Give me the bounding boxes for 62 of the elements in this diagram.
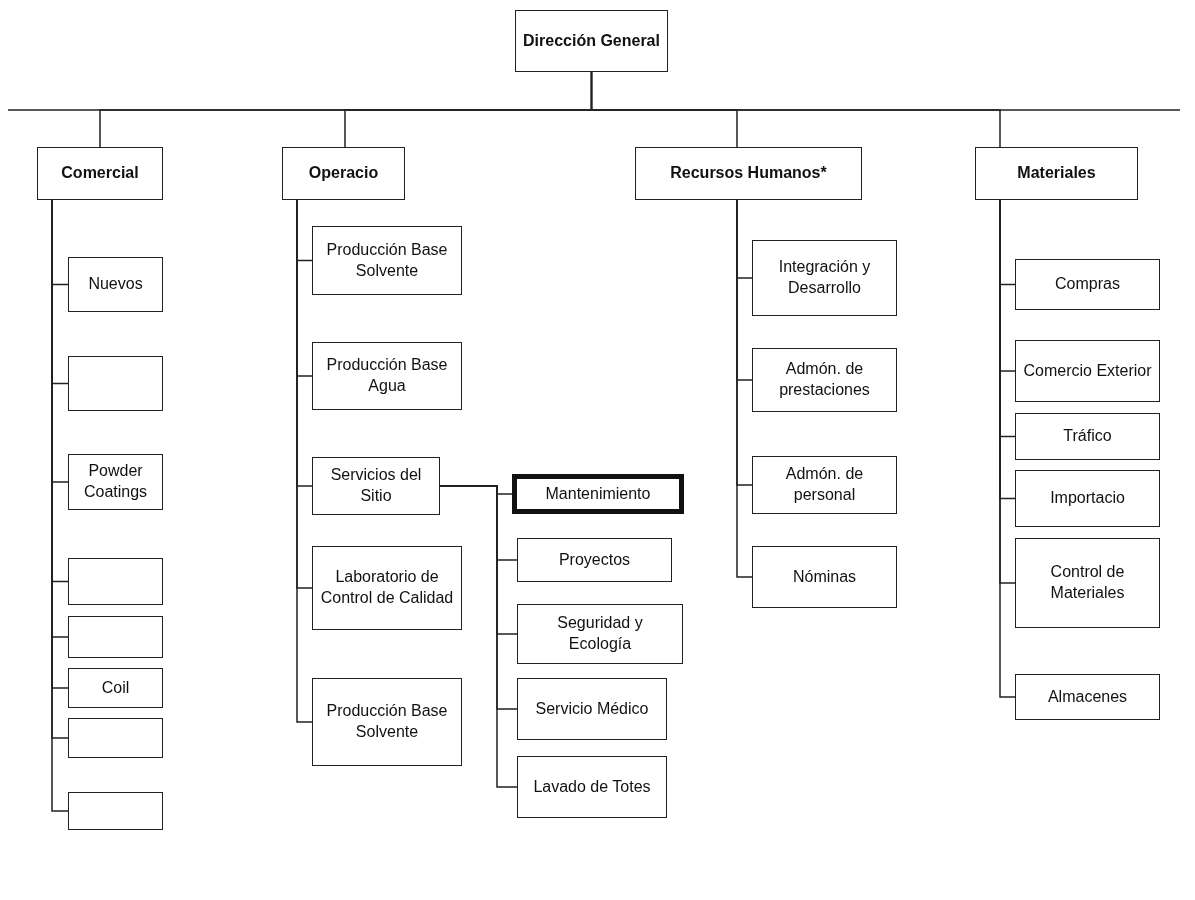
unit-label: Lavado de Totes	[533, 776, 651, 797]
unit-label: Nuevos	[88, 274, 143, 295]
unit-box	[68, 668, 163, 708]
unit-label: Operacio	[308, 163, 379, 184]
unit-label: Producción Base Solvente	[325, 239, 449, 281]
unit-box	[312, 226, 462, 295]
unit-label: Recursos Humanos*	[670, 163, 827, 184]
unit-box	[517, 678, 667, 740]
unit-box	[312, 678, 462, 766]
department-box	[635, 147, 862, 200]
unit-label: Servicio Médico	[535, 698, 649, 719]
unit-box	[312, 342, 462, 410]
unit-label: Seguridad y Ecología	[556, 613, 644, 654]
unit-box	[517, 756, 667, 818]
unit-box	[312, 546, 462, 630]
unit-box	[752, 546, 897, 608]
department-box	[282, 147, 405, 200]
unit-box	[1015, 340, 1160, 402]
department-box	[515, 10, 668, 72]
unit-label: Servicios del Sitio	[329, 465, 423, 506]
unit-box	[68, 257, 163, 312]
unit-box	[517, 538, 672, 582]
unit-label: Nóminas	[792, 566, 857, 587]
unit-label: Importacio	[1050, 488, 1125, 509]
unit-label: Materiales	[1017, 163, 1096, 184]
unit-box	[312, 457, 440, 515]
unit-box	[68, 558, 163, 605]
department-box	[37, 147, 163, 200]
unit-label: Compras	[1055, 274, 1120, 295]
unit-box	[512, 474, 684, 514]
unit-label: Proyectos	[558, 549, 631, 570]
unit-box	[68, 718, 163, 758]
unit-box	[752, 240, 897, 316]
unit-box	[517, 604, 683, 664]
unit-box	[68, 616, 163, 658]
unit-box	[1015, 674, 1160, 720]
unit-label: Control de Materiales	[1049, 562, 1126, 603]
department-box	[975, 147, 1138, 200]
unit-label: Producción Base Solvente	[325, 701, 449, 742]
unit-label: Coil	[101, 677, 130, 698]
unit-label: Almacenes	[1047, 686, 1128, 707]
connector-line	[590, 71, 1001, 148]
unit-box	[68, 792, 163, 830]
unit-label: Admón. de personal	[784, 464, 865, 505]
unit-label: Dirección General	[523, 30, 660, 51]
unit-box	[1015, 470, 1160, 527]
unit-label: Producción Base Agua	[325, 355, 449, 396]
unit-box	[1015, 538, 1160, 628]
unit-label: Integración y Desarrollo	[777, 257, 872, 298]
unit-box	[1015, 259, 1160, 310]
unit-box	[68, 454, 163, 510]
unit-label: Admón. de prestaciones	[778, 359, 871, 400]
unit-box	[752, 348, 897, 412]
unit-label: Comercial	[61, 163, 139, 184]
unit-box	[752, 456, 897, 514]
unit-box	[1015, 413, 1160, 460]
unit-box	[68, 356, 163, 411]
unit-label: Powder Coatings	[82, 461, 149, 502]
unit-label: Mantenimiento	[545, 483, 651, 504]
unit-label: Laboratorio de Control de Calidad	[319, 567, 455, 608]
unit-label: Comercio Exterior	[1023, 360, 1152, 381]
unit-label: Tráfico	[1063, 426, 1112, 447]
